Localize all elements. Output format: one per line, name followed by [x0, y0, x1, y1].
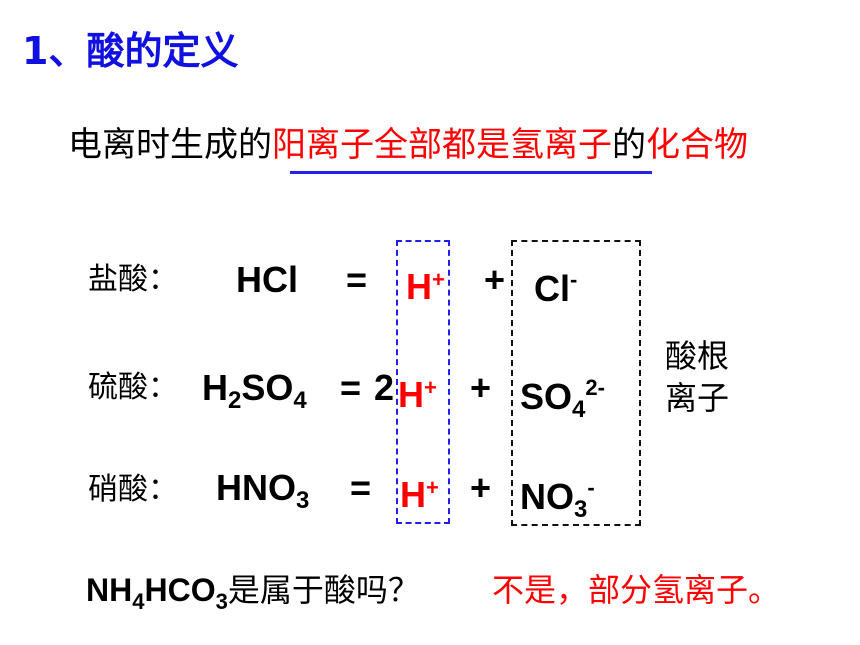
definition-part3: 的 [612, 125, 646, 165]
title-text: 酸的定义 [86, 29, 239, 73]
acid-radical-label: 酸根 离子 [665, 335, 745, 419]
acid-name-hydrochloric: 盐酸： [88, 262, 178, 297]
question-text: 是属于酸吗？ [227, 571, 420, 609]
acid-radical-line2: 离子 [665, 379, 730, 417]
equation-nitric: HNO3 [216, 467, 310, 514]
formula-hcl: HCl [236, 259, 298, 300]
plus-sign: + [470, 467, 492, 508]
plus-sign: + [470, 367, 492, 408]
title-number: 1、 [22, 29, 87, 73]
hydrogen-ion: H+ [400, 474, 439, 515]
plus-sign: + [484, 259, 506, 300]
answer: 不是，部分氢离子。 [492, 571, 781, 609]
hydrogen-ion: H+ [398, 374, 437, 415]
equals-sign: = [350, 467, 372, 508]
anion-sulfate: SO42- [520, 375, 605, 423]
equation-hydrochloric: HCl [236, 258, 298, 302]
coefficient: 2 [374, 367, 395, 408]
definition-compound: 化合物 [646, 125, 748, 165]
acid-radical-line1: 酸根 [665, 337, 730, 375]
definition-key-phrase: 阳离子全部都是氢离子 [272, 125, 612, 165]
question: NH4HCO3是属于酸吗？ [86, 571, 420, 614]
acid-radical-box [511, 240, 641, 526]
page-title: 1、酸的定义 [22, 26, 238, 76]
hydrogen-ion-box [396, 240, 450, 524]
acid-definition: 电离时生成的阳离子全部都是氢离子的化合物 [68, 122, 748, 168]
hydrogen-ion: H+ [406, 266, 445, 307]
acid-name-sulfuric: 硫酸： [88, 370, 178, 405]
equals-sign: = [340, 367, 362, 408]
equation-sulfuric: H2SO4 [202, 367, 307, 414]
anion-nitrate: NO3- [520, 475, 595, 523]
equals-sign: = [346, 259, 368, 300]
acid-name-nitric: 硝酸： [88, 472, 178, 507]
anion-chloride: Cl- [534, 267, 578, 309]
definition-underline [290, 171, 652, 174]
definition-part1: 电离时生成的 [68, 125, 272, 165]
